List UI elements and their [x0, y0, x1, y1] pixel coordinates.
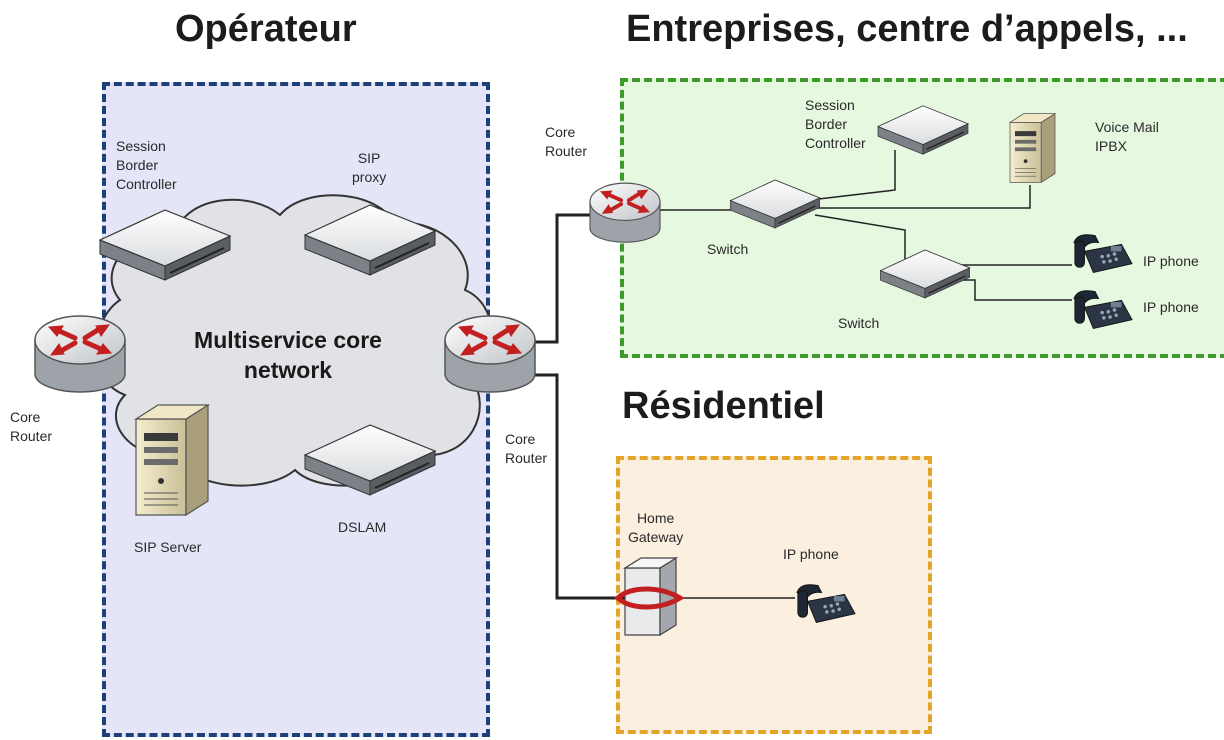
- core-router-top-label: Core Router: [545, 124, 588, 159]
- sip-server-device: [135, 404, 209, 516]
- voicemail-ipbx-label: Voice Mail IPBX: [1095, 119, 1159, 154]
- dslam-label: DSLAM: [338, 519, 387, 535]
- home-gateway-label: Home Gateway: [628, 510, 684, 545]
- enterprise-sbc-device: [877, 105, 969, 155]
- enterprise-heading: Entreprises, centre d’appels, ...: [626, 8, 1188, 50]
- voicemail-ipbx-device: [1009, 113, 1056, 183]
- ip-phone-2-icon: [1073, 290, 1133, 329]
- core-router-left-device: [35, 316, 125, 392]
- enterprise-sbc-label: Session Border Controller: [805, 97, 866, 151]
- ip-phone-residential-label: IP phone: [783, 546, 839, 562]
- cloud-label: Multiservice core network: [194, 327, 382, 383]
- switch-1-device: [729, 179, 821, 229]
- residential-heading: Résidentiel: [622, 385, 825, 427]
- switch-2-label: Switch: [838, 315, 880, 331]
- home-gateway-device: [614, 556, 685, 637]
- network-links: [535, 150, 1072, 600]
- ip-phone-1-icon: [1073, 234, 1133, 273]
- operator-heading: Opérateur: [175, 8, 357, 50]
- core-router-bottom-label: Core Router: [505, 431, 548, 466]
- switch-1-label: Switch: [707, 241, 749, 257]
- ip-phone-2-label: IP phone: [1143, 299, 1199, 315]
- core-router-enterprise-device: [588, 181, 662, 245]
- sip-server-label: SIP Server: [134, 539, 202, 555]
- sip-proxy-label: SIP proxy: [352, 150, 387, 185]
- switch-2-device: [879, 249, 971, 299]
- ip-phone-1-label: IP phone: [1143, 253, 1199, 269]
- ip-phone-residential-icon: [796, 584, 856, 623]
- operator-sbc-label: Session Border Controller: [116, 138, 177, 192]
- core-router-left-label: Core Router: [10, 409, 53, 444]
- core-router-edge-device: [445, 316, 535, 392]
